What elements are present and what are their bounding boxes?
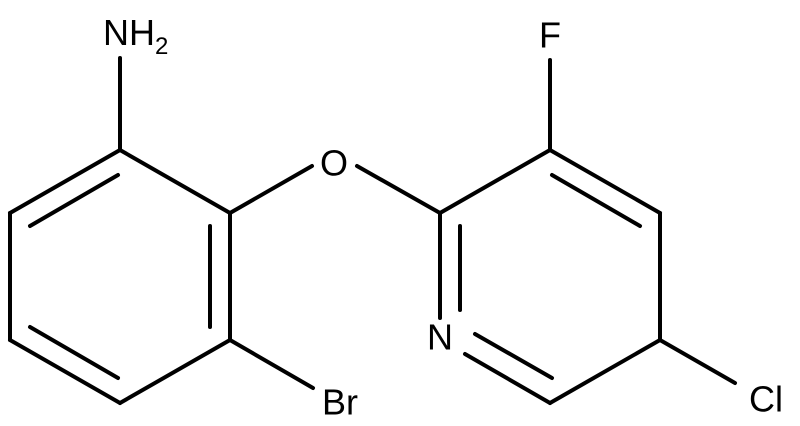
pyridine-ring xyxy=(438,148,662,405)
bond-p5-cl xyxy=(658,338,737,385)
bond-c1-c2 xyxy=(8,148,122,215)
bond-c3-c4-inner xyxy=(28,325,120,380)
bond-p3-p4-inner xyxy=(550,173,642,228)
bond-c1-c2-inner xyxy=(28,173,120,228)
ether-oxygen-label: O xyxy=(320,143,348,184)
pyridine-nitrogen-label: N xyxy=(427,317,453,358)
benzene-ring xyxy=(8,148,232,405)
bond-p6-n-inner xyxy=(473,332,554,380)
bond-c4-c5 xyxy=(118,338,232,405)
chlorine-label: Cl xyxy=(749,379,783,420)
bromine-label: Br xyxy=(322,382,358,423)
bond-p3-p4 xyxy=(548,148,662,215)
bond-c5-br xyxy=(228,338,315,390)
bond-c3-c4 xyxy=(8,338,122,405)
amine-label: NH2 xyxy=(103,12,168,60)
bond-p6-n xyxy=(463,352,552,405)
fluorine-label: F xyxy=(539,15,561,56)
bond-c6-o xyxy=(228,164,314,215)
bond-o-pyridine xyxy=(355,164,442,215)
bond-p2-p3 xyxy=(438,148,552,215)
bond-p5-p6 xyxy=(548,338,662,405)
bond-c6-c1 xyxy=(118,148,232,215)
